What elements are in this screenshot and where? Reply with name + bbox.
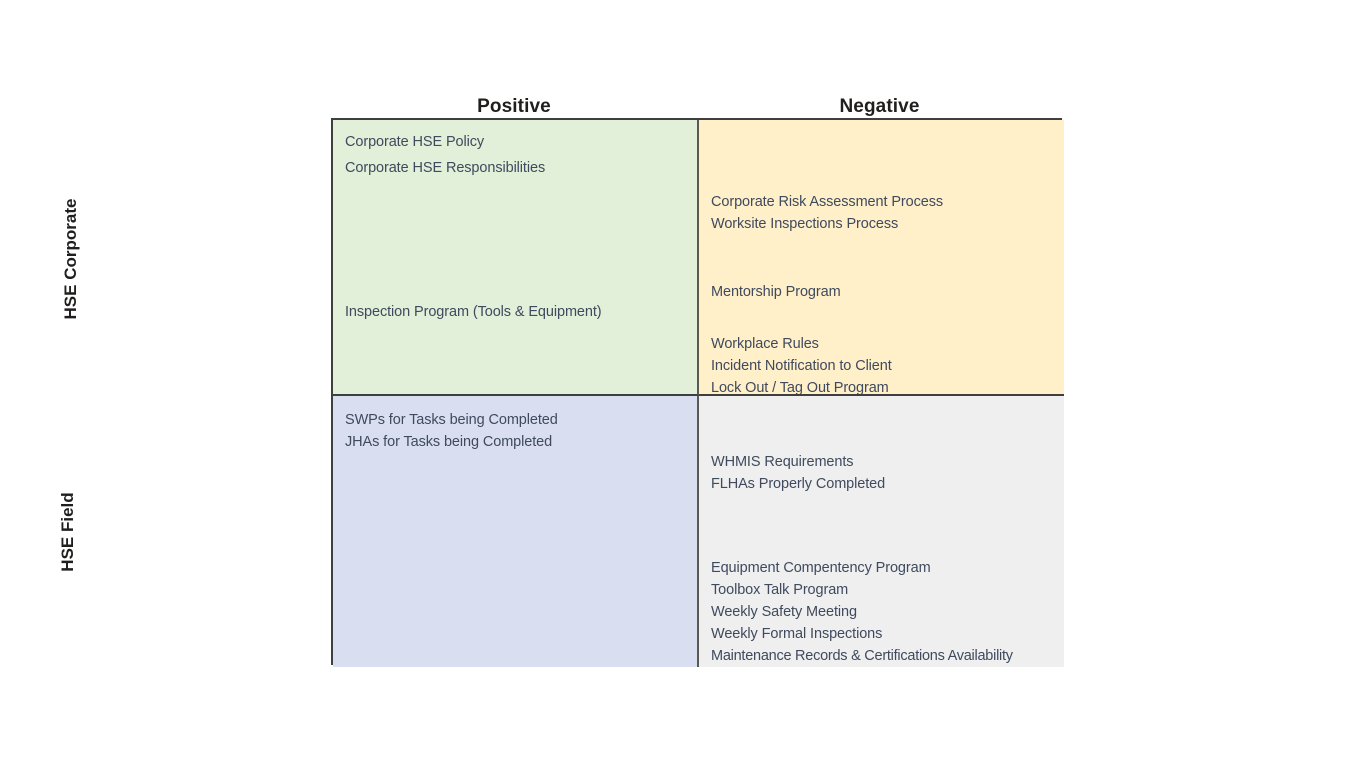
- column-header-negative: Negative: [839, 96, 920, 117]
- list-item: Corporate HSE Responsibilities: [345, 160, 546, 176]
- list-item: Equipment Compentency Program: [711, 560, 931, 576]
- item-group: SWPs for Tasks being Completed JHAs for …: [345, 409, 685, 453]
- list-item: SWPs for Tasks being Completed: [345, 412, 558, 428]
- row-label-hse-field: HSE Field: [58, 492, 77, 572]
- list-item: WHMIS Requirements: [711, 454, 854, 470]
- spacer: [711, 303, 1052, 333]
- list-item: Workplace Rules: [711, 336, 819, 352]
- item-group: Equipment Compentency Program Toolbox Ta…: [711, 557, 1052, 667]
- column-header-positive: Positive: [477, 96, 551, 117]
- spacer: [345, 269, 685, 299]
- spacer: [711, 129, 1052, 191]
- quadrant-corporate-negative: Corporate Risk Assessment Process Worksi…: [699, 120, 1064, 396]
- spacer: [345, 181, 685, 269]
- spacer: [711, 235, 1052, 281]
- list-item: FLHAs Properly Completed: [711, 476, 886, 492]
- list-item: Worksite Inspections Process: [711, 216, 899, 232]
- list-item: Corporate HSE Policy: [345, 134, 485, 150]
- list-item: Inspection Program (Tools & Equipment): [345, 304, 602, 320]
- item-group: Workplace Rules Incident Notification to…: [711, 333, 1052, 396]
- spacer: [711, 495, 1052, 557]
- quadrant-corporate-positive: Corporate HSE Policy Corporate HSE Respo…: [333, 120, 699, 396]
- row-label-hse-corporate: HSE Corporate: [61, 198, 80, 320]
- list-item: Toolbox Talk Program: [711, 582, 849, 598]
- list-item: Maintenance Records & Certifications Ava…: [711, 648, 1013, 664]
- quadrant-field-negative: WHMIS Requirements FLHAs Properly Comple…: [699, 396, 1064, 667]
- list-item: Lock Out / Tag Out Program: [711, 380, 889, 396]
- item-group: WHMIS Requirements FLHAs Properly Comple…: [711, 451, 1052, 495]
- list-item: Weekly Safety Meeting: [711, 604, 857, 620]
- quadrant-matrix: Corporate HSE Policy Corporate HSE Respo…: [331, 118, 1064, 667]
- list-item: Incident Notification to Client: [711, 358, 892, 374]
- list-item: JHAs for Tasks being Completed: [345, 434, 553, 450]
- list-item: Corporate Risk Assessment Process: [711, 194, 944, 210]
- list-item: Mentorship Program: [711, 284, 841, 300]
- quadrant-field-positive: SWPs for Tasks being Completed JHAs for …: [333, 396, 699, 667]
- item-group: Inspection Program (Tools & Equipment): [345, 299, 685, 325]
- spacer: [711, 405, 1052, 451]
- list-item: Weekly Formal Inspections: [711, 626, 883, 642]
- item-group: Mentorship Program: [711, 281, 1052, 303]
- item-group: Corporate Risk Assessment Process Worksi…: [711, 191, 1052, 235]
- item-group: Corporate HSE Policy Corporate HSE Respo…: [345, 129, 685, 181]
